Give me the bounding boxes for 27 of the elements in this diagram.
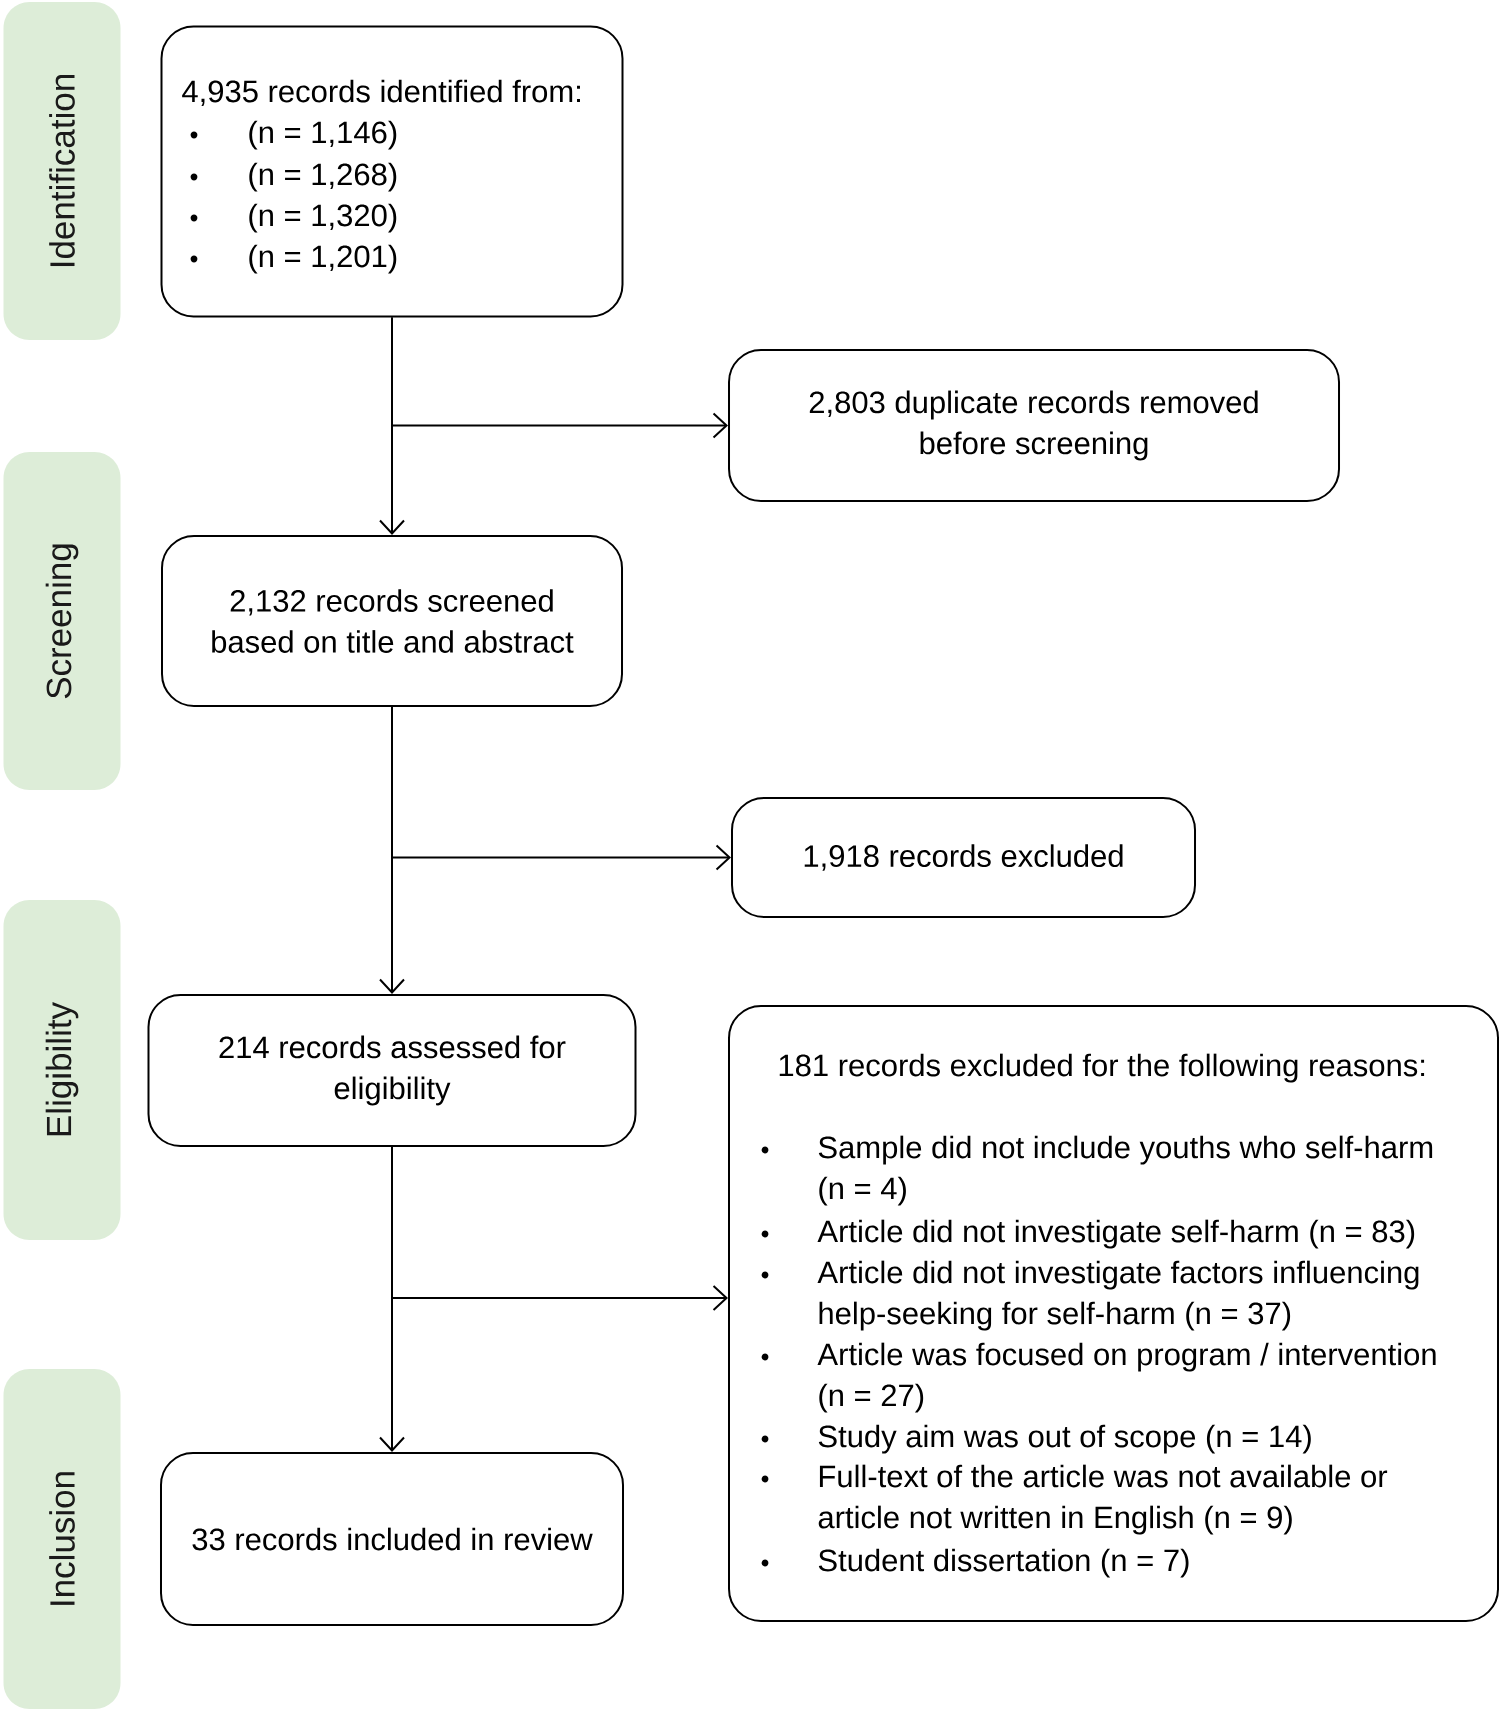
list-item: (n = 1,146) [249, 120, 397, 150]
list-item: (n = 1,268) [249, 162, 397, 192]
phase-band: Identification [3, 2, 121, 340]
list-box [160, 25, 624, 318]
phase-band: Screening [3, 452, 121, 790]
process-box: 2,132 records screened based on title and abstract [161, 535, 623, 707]
list-box [728, 1005, 1499, 1622]
list-heading: 181 records excluded for the following reasons: [779, 1053, 1425, 1083]
list-item: Study aim was out of scope (n = 14) [818, 1424, 1311, 1454]
process-box: 2,803 duplicate records removed before screening [728, 349, 1340, 502]
list-item: Article did not investigate self-harm (n = 83) [817, 1219, 1415, 1249]
list-item: Sample did not include youths who self-harm (n = 4) [818, 1135, 1433, 1206]
list-item: Full-text of the article was not available or article not written in English (n = 9) [818, 1464, 1388, 1535]
list-item: Student dissertation (n = 7) [818, 1548, 1189, 1578]
list-item: Article was focused on program / intervention (n = 27) [817, 1342, 1436, 1413]
list-item: Article did not investigate factors influencing help-seeking for self-harm (n = 37) [817, 1260, 1419, 1331]
arrow [379, 1146, 405, 1452]
phase-band: Inclusion [3, 1369, 121, 1709]
phase-band: Eligibility [3, 900, 121, 1240]
list-item: (n = 1,201) [249, 244, 397, 274]
process-box: 33 records included in review [160, 1452, 624, 1626]
process-box: 1,918 records excluded [731, 797, 1196, 918]
list-item: (n = 1,320) [249, 203, 397, 233]
arrow [379, 706, 405, 994]
list-heading: 4,935 records identified from: [182, 79, 580, 107]
arrow [379, 316, 405, 535]
process-box: 214 records assessed for eligibility [147, 994, 637, 1147]
